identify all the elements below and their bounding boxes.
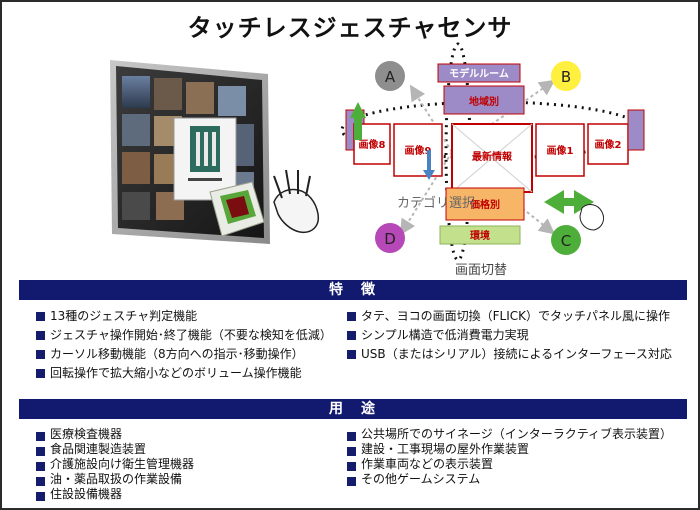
panel-image-2-label: 画像2 (595, 138, 622, 151)
sensor-device (209, 181, 265, 237)
feature-item: カーソル移動機能（8方向への指示･移動操作） (36, 345, 332, 364)
use-item: 油・薬品取扱の作業設備 (36, 472, 194, 487)
panel-model-room[interactable] (437, 63, 521, 83)
features-list-left: 13種のジェスチャ判定機能 ジェスチャ操作開始･終了機能（不要な検知を低減） カ… (36, 307, 332, 383)
features-heading: 特 徴 (19, 280, 687, 300)
use-item: 作業車両などの表示装置 (347, 457, 672, 472)
panel-environment[interactable] (439, 225, 521, 245)
gesture-circle-b (551, 61, 581, 91)
use-item: 建設・工事現場の屋外作業装置 (347, 442, 672, 457)
panel-image-1[interactable] (535, 123, 585, 177)
gesture-circle-c (551, 225, 581, 255)
use-item: 医療検査機器 (36, 427, 194, 442)
gesture-circle-b-label: B (561, 68, 571, 86)
gesture-circle-a-label: A (385, 68, 396, 86)
panel-image-2[interactable] (587, 123, 629, 165)
feature-item: タテ、ヨコの画面切換（FLICK）でタッチパネル風に操作 (347, 307, 672, 326)
gesture-circle-a (375, 61, 405, 91)
panel-environment-label: 環境 (470, 229, 490, 242)
features-list-right: タテ、ヨコの画面切換（FLICK）でタッチパネル風に操作 シンプル構造で低消費電… (347, 307, 672, 364)
feature-item: USB（またはシリアル）接続によるインターフェース対応 (347, 345, 672, 364)
panel-price[interactable] (445, 187, 525, 221)
feature-item: ジェスチャ操作開始･終了機能（不要な検知を低減） (36, 326, 332, 345)
hand-illustration (273, 169, 320, 234)
panel-latest-info-label: 最新情報 (472, 150, 513, 163)
feature-item: 回転操作で拡大縮小などのボリューム操作機能 (36, 364, 332, 383)
screen-switch-caption: 画面切替 (455, 263, 508, 278)
panel-image-8-label: 画像8 (359, 138, 386, 151)
panel-model-room-label: モデルルーム (449, 67, 509, 80)
panel-region[interactable] (443, 85, 525, 115)
gesture-circle-d-label: D (384, 230, 396, 248)
uses-list-right: 公共場所でのサイネージ（インターラクティブ表示装置） 建設・工事現場の屋外作業装… (347, 427, 672, 487)
feature-item: 13種のジェスチャ判定機能 (36, 307, 332, 326)
screen-thumbnails (122, 76, 254, 220)
use-item: その他ゲームシステム (347, 472, 672, 487)
page-title: タッチレスジェスチャセンサ (187, 14, 513, 42)
uses-heading: 用 途 (19, 399, 687, 419)
panel-image-9-label: 画像9 (405, 144, 432, 157)
brochure-image (173, 117, 237, 201)
feature-item: シンプル構造で低消費電力実現 (347, 326, 672, 345)
uses-list-left: 医療検査機器 食品関連製造装置 介護施設向け衛生管理機器 油・薬品取扱の作業設備… (36, 427, 194, 502)
use-item: 介護施設向け衛生管理機器 (36, 457, 194, 472)
gesture-diagram: モデルルーム 地域別 画像8 画像9 最新情報 画像1 画像2 価格別 環境 (340, 42, 645, 262)
gesture-circle-d (375, 223, 405, 253)
use-item: 食品関連製造装置 (36, 442, 194, 457)
display-illustration (110, 60, 320, 244)
use-item: 公共場所でのサイネージ（インターラクティブ表示装置） (347, 427, 672, 442)
category-select-caption: カテゴリ選択 (397, 196, 476, 211)
panel-image-9[interactable] (393, 123, 443, 177)
panel-price-label: 価格別 (469, 198, 500, 211)
gesture-circle-c-label: C (561, 232, 571, 250)
use-item: 住設設備機器 (36, 487, 194, 502)
panel-region-label: 地域別 (469, 95, 499, 108)
panel-image-1-label: 画像1 (547, 144, 574, 157)
